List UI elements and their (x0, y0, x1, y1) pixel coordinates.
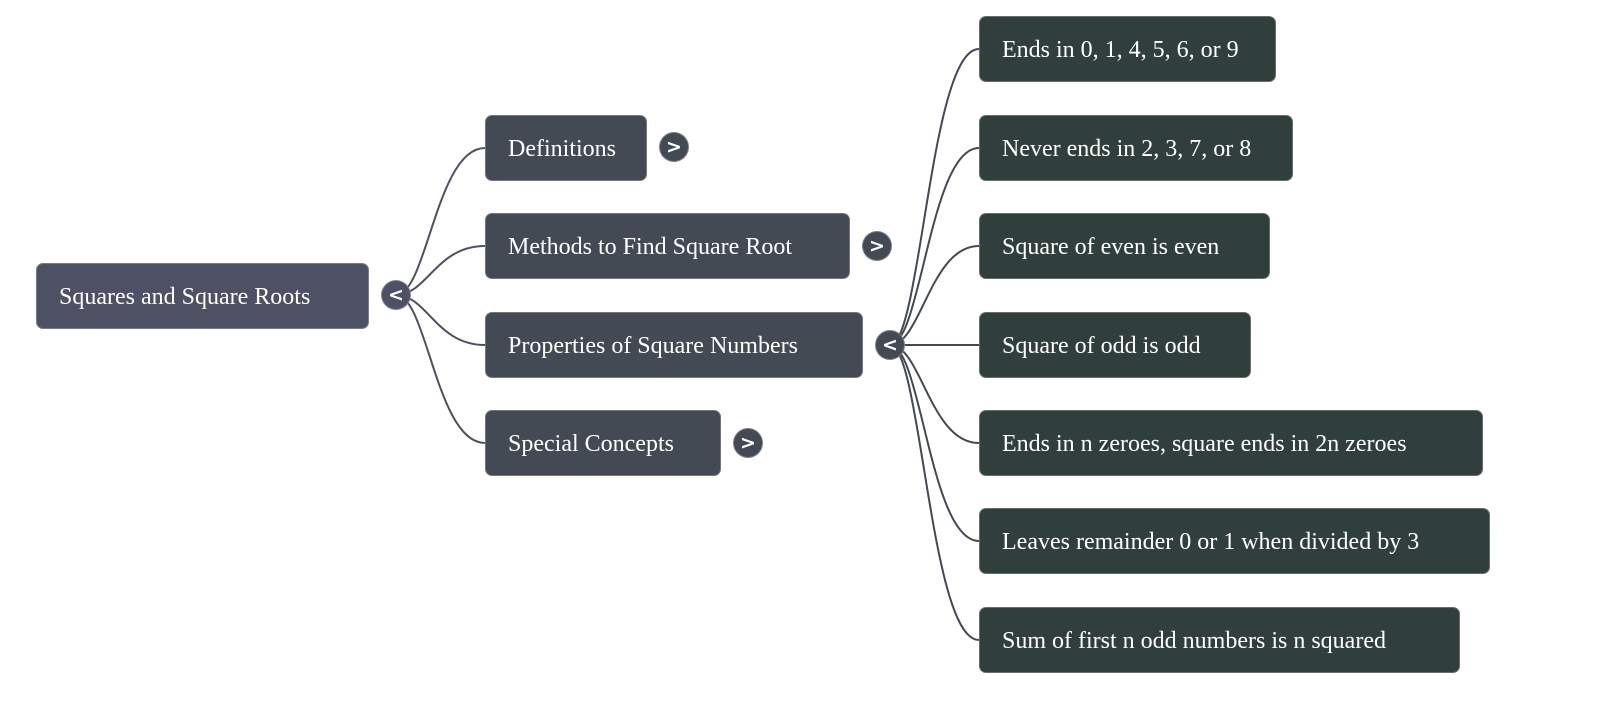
branch-node-label: Special Concepts (508, 431, 674, 457)
expand-toggle-definitions[interactable]: > (659, 132, 689, 162)
leaf-node[interactable]: Leaves remainder 0 or 1 when divided by … (979, 508, 1490, 574)
connector-line (889, 344, 980, 444)
connector-line (889, 245, 980, 346)
leaf-node-label: Ends in 0, 1, 4, 5, 6, or 9 (1002, 37, 1239, 63)
connector-line (889, 147, 980, 346)
branch-node-label: Methods to Find Square Root (508, 234, 793, 260)
chevron-left-icon: < (882, 334, 898, 356)
branch-node-methods[interactable]: Methods to Find Square Root (485, 213, 850, 279)
branch-node-properties[interactable]: Properties of Square Numbers (485, 312, 863, 378)
leaf-node[interactable]: Ends in n zeroes, square ends in 2n zero… (979, 410, 1483, 476)
collapse-toggle-root[interactable]: < (381, 280, 411, 310)
connector-line (395, 294, 486, 346)
branch-node-label: Definitions (508, 136, 616, 162)
leaf-node-label: Leaves remainder 0 or 1 when divided by … (1002, 529, 1420, 555)
leaf-node[interactable]: Ends in 0, 1, 4, 5, 6, or 9 (979, 16, 1276, 82)
branch-node-label: Properties of Square Numbers (508, 333, 798, 359)
leaf-node[interactable]: Square of odd is odd (979, 312, 1251, 378)
connector-line (395, 147, 486, 296)
connector-line (889, 344, 980, 641)
connector-line (889, 344, 980, 542)
expand-toggle-special-concepts[interactable]: > (733, 428, 763, 458)
leaf-node-label: Square of odd is odd (1002, 333, 1201, 359)
leaf-node[interactable]: Sum of first n odd numbers is n squared (979, 607, 1460, 673)
leaf-node-label: Ends in n zeroes, square ends in 2n zero… (1002, 431, 1407, 457)
root-node[interactable]: Squares and Square Roots (36, 263, 369, 329)
leaf-node-label: Sum of first n odd numbers is n squared (1002, 628, 1386, 654)
chevron-right-icon: > (666, 136, 682, 158)
root-node-label: Squares and Square Roots (59, 284, 311, 310)
chevron-left-icon: < (388, 284, 404, 306)
chevron-right-icon: > (740, 432, 756, 454)
leaf-node[interactable]: Square of even is even (979, 213, 1270, 279)
leaf-node-label: Never ends in 2, 3, 7, or 8 (1002, 136, 1252, 162)
branch-node-special-concepts[interactable]: Special Concepts (485, 410, 721, 476)
leaf-node[interactable]: Never ends in 2, 3, 7, or 8 (979, 115, 1293, 181)
branch-node-definitions[interactable]: Definitions (485, 115, 647, 181)
chevron-right-icon: > (869, 235, 885, 257)
connector-line (889, 48, 980, 346)
expand-toggle-methods[interactable]: > (862, 231, 892, 261)
leaf-node-label: Square of even is even (1002, 234, 1220, 260)
connector-line (395, 294, 486, 444)
collapse-toggle-properties[interactable]: < (875, 330, 905, 360)
